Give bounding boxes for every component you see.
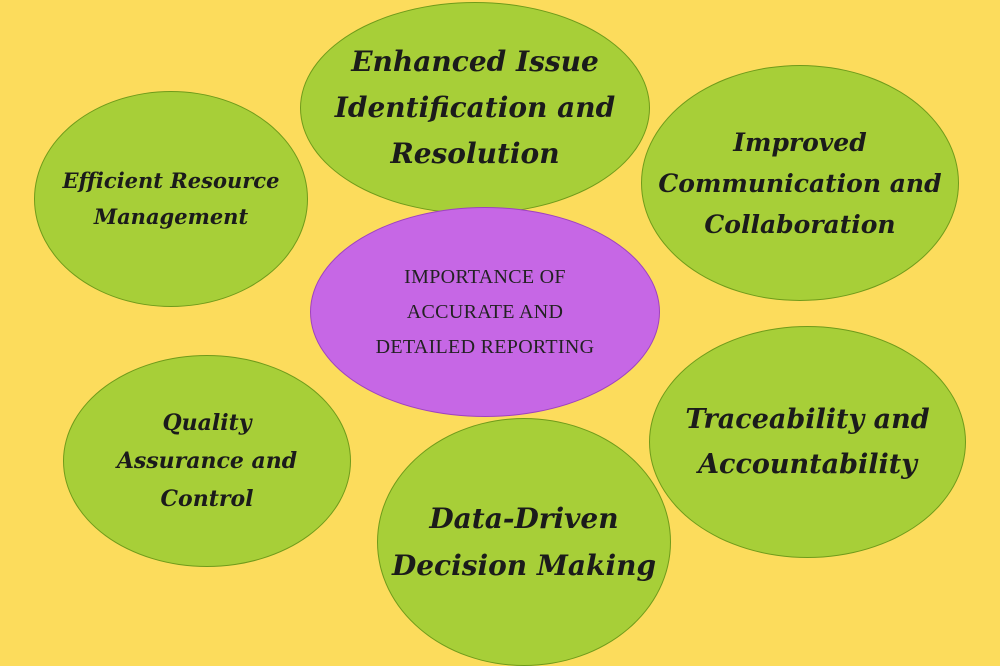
node-efficient-resource-management: Efficient Resource Management xyxy=(34,91,308,307)
node-label: Improved Communication and Collaboration xyxy=(655,122,945,245)
center-label-line: IMPORTANCE OF xyxy=(404,265,566,288)
node-label-line: Identification and xyxy=(334,91,616,124)
node-label-line: Data-Driven xyxy=(429,502,619,535)
node-label: Traceability and Accountability xyxy=(663,397,953,487)
node-label-line: Management xyxy=(93,204,249,229)
node-label-line: Traceability and xyxy=(685,404,930,435)
node-label-line: Accountability xyxy=(698,449,917,480)
node-label: Data-Driven Decision Making xyxy=(389,495,659,589)
node-quality-assurance: Quality Assurance and Control xyxy=(63,355,351,567)
node-label-line: Control xyxy=(160,486,254,512)
node-label: Efficient Resource Management xyxy=(46,163,296,235)
node-label-line: Communication and xyxy=(658,168,942,198)
node-data-driven-decision-making: Data-Driven Decision Making xyxy=(377,418,671,666)
center-label: IMPORTANCE OF ACCURATE AND DETAILED REPO… xyxy=(335,260,635,365)
node-label: Quality Assurance and Control xyxy=(87,404,327,518)
node-label-line: Resolution xyxy=(390,137,560,170)
node-label: Enhanced Issue Identification and Resolu… xyxy=(325,39,625,177)
node-label-line: Improved xyxy=(733,127,867,157)
center-node-importance: IMPORTANCE OF ACCURATE AND DETAILED REPO… xyxy=(310,207,660,417)
node-label-line: Assurance and xyxy=(116,448,298,474)
node-label-line: Enhanced Issue xyxy=(351,45,599,78)
node-improved-communication: Improved Communication and Collaboration xyxy=(641,65,959,301)
node-traceability-accountability: Traceability and Accountability xyxy=(649,326,966,558)
center-label-line: ACCURATE AND xyxy=(406,300,564,323)
node-label-line: Quality xyxy=(162,410,252,436)
node-label-line: Efficient Resource xyxy=(62,168,280,193)
node-label-line: Decision Making xyxy=(391,549,657,582)
center-label-line: DETAILED REPORTING xyxy=(375,335,595,358)
node-enhanced-issue-identification: Enhanced Issue Identification and Resolu… xyxy=(300,2,650,214)
node-label-line: Collaboration xyxy=(704,209,896,239)
